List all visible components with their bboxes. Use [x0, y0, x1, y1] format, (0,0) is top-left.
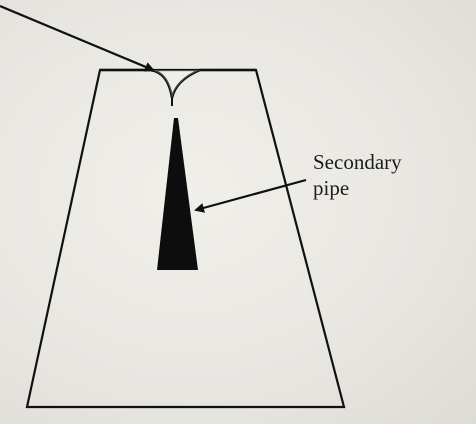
- secondary-pipe-label-line-1: Secondary: [313, 150, 402, 174]
- secondary-pipe-arrow: [194, 178, 307, 213]
- secondary-pipe: [157, 118, 198, 270]
- primary-pipe-cusp: [150, 70, 200, 98]
- primary-pipe-arrow: [0, 4, 155, 72]
- secondary-pipe-label-line-2: pipe: [313, 176, 350, 200]
